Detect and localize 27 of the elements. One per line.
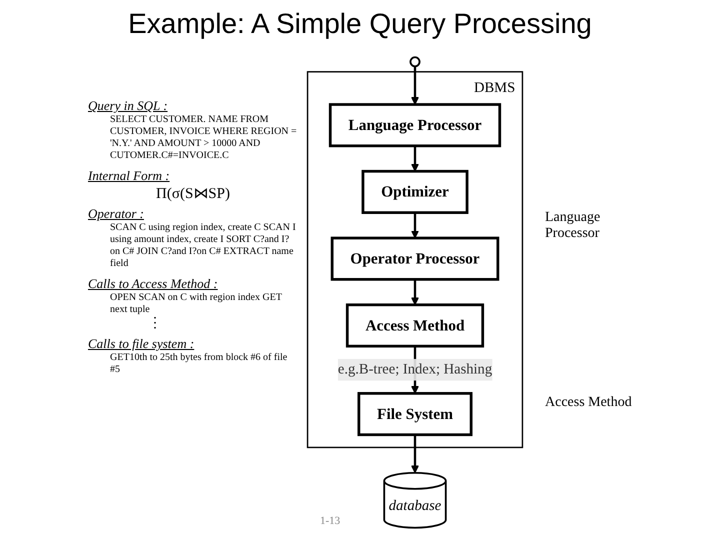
node-person [410,56,420,68]
arrow [411,146,419,172]
arrow [411,212,419,238]
formula-text: Π(σ(S⋈SP) [155,188,231,200]
section-heading: Internal Form : [88,170,171,182]
note-text: GET10th to 25th bytes from block #6 of file #5 [109,352,288,376]
title: Example: A Simple Query Processing [127,8,593,40]
note-text: SELECT CUSTOMER. NAME FROM CUSTOMER, INVOICE WHERE REGION = 'N.Y.' AND AMOUNT > 10000 AND CUTOMER.C#=INVOICE.C [109,114,298,162]
node-box: Optimizer [362,170,468,214]
arrow [411,279,419,306]
page-number: 1-13 [320,515,342,527]
note-text: SCAN C using region index, create C SCAN I using amount index, create I SORT C?and I?on C# JOIN C?and I?on C# EXTRACT name field [109,222,297,270]
node-box: Operator Processor [330,236,500,281]
node-box: File System [358,392,472,436]
section-heading: Query in SQL : [88,100,169,112]
section-heading: Calls to Access Method : [88,278,219,290]
bracket-label: Language Processor [545,210,602,242]
edge-label: e.g.B-tree; Index; Hashing [338,362,492,378]
node-box: Access Method [346,303,484,348]
arrow [411,434,419,474]
bracket-label: Access Method [545,395,633,411]
note-text: ⋮ [147,318,163,330]
note-text: OPEN SCAN on C with region index GET next tuple [109,292,283,316]
section-heading: Calls to file system : [88,338,196,350]
arrow [411,66,419,105]
node-box: Language Processor [328,103,502,148]
section-heading: Operator : [88,208,145,220]
